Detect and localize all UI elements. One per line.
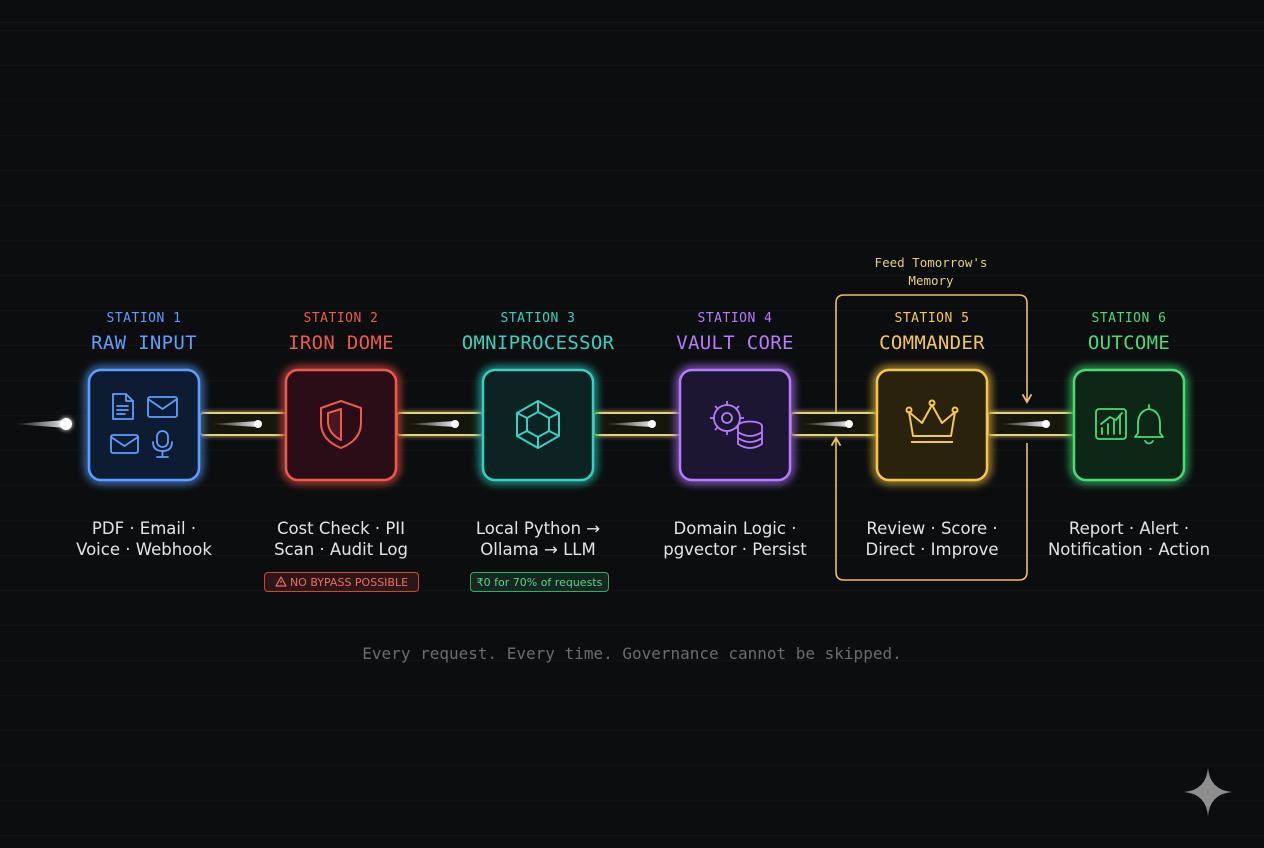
shield-icon xyxy=(320,400,362,449)
station-2-description: Cost Check · PII Scan · Audit Log xyxy=(221,518,461,560)
email-icon xyxy=(147,396,178,418)
description-line: Cost Check · PII xyxy=(276,519,406,538)
microphone-icon xyxy=(152,430,173,458)
station-title: OMNIPROCESSOR xyxy=(461,332,615,354)
badge-text: ₹0 for 70% of requests xyxy=(476,576,603,589)
description-line: Notification · Action xyxy=(1047,540,1211,559)
station-2: STATION 2 IRON DOME xyxy=(221,310,461,356)
station-label: STATION 4 xyxy=(697,311,773,326)
station-4-description: Domain Logic · pgvector · Persist xyxy=(615,518,855,560)
station-3: STATION 3 OMNIPROCESSOR xyxy=(418,310,658,356)
description-line: Scan · Audit Log xyxy=(274,540,408,559)
description-line: Domain Logic · xyxy=(673,519,797,538)
station-2-box xyxy=(284,368,398,482)
no-bypass-badge: NO BYPASS POSSIBLE xyxy=(264,572,419,592)
cost-badge: ₹0 for 70% of requests xyxy=(470,572,609,592)
station-6: STATION 6 OUTCOME xyxy=(1009,310,1249,356)
station-5-description: Review · Score · Direct · Improve xyxy=(812,518,1052,560)
station-label: STATION 3 xyxy=(500,311,576,326)
station-label: STATION 2 xyxy=(303,311,379,326)
connector xyxy=(396,412,484,436)
badge-text: NO BYPASS POSSIBLE xyxy=(289,576,409,589)
crown-icon xyxy=(905,399,959,443)
sparkle-icon xyxy=(1184,768,1232,816)
description-line: pgvector · Persist xyxy=(663,540,807,559)
station-5-box xyxy=(875,368,989,482)
description-line: Voice · Webhook xyxy=(76,540,212,559)
description-line: Local Python → xyxy=(475,519,601,538)
gear-database-icon xyxy=(710,401,763,449)
station-3-box xyxy=(481,368,595,482)
station-4-box xyxy=(678,368,792,482)
warning-icon xyxy=(275,576,287,587)
feedback-line: Feed Tomorrow's xyxy=(874,255,988,270)
station-1-description: PDF · Email · Voice · Webhook xyxy=(24,518,264,560)
station-title: OUTCOME xyxy=(1087,332,1171,354)
email-open-icon xyxy=(110,434,139,454)
description-line: PDF · Email · xyxy=(91,519,197,538)
connector xyxy=(987,412,1075,436)
station-5: STATION 5 COMMANDER xyxy=(812,310,1052,356)
station-6-box xyxy=(1072,368,1186,482)
input-stream xyxy=(14,418,72,430)
hexagon-icon xyxy=(516,400,560,449)
station-label: STATION 5 xyxy=(894,311,970,326)
station-3-description: Local Python → Ollama → LLM xyxy=(418,518,658,560)
station-title: COMMANDER xyxy=(879,332,985,354)
connector xyxy=(593,412,681,436)
station-title: RAW INPUT xyxy=(91,332,197,354)
station-title: VAULT CORE xyxy=(676,332,794,354)
description-line: Direct · Improve xyxy=(865,540,999,559)
description-line: Report · Alert · xyxy=(1068,519,1190,538)
station-label: STATION 6 xyxy=(1091,311,1167,326)
bell-icon xyxy=(1134,404,1164,445)
document-icon xyxy=(112,393,134,420)
connector xyxy=(790,412,878,436)
description-line: Ollama → LLM xyxy=(480,540,596,559)
description-line: Review · Score · xyxy=(866,519,998,538)
station-label: STATION 1 xyxy=(106,311,182,326)
station-1: STATION 1 RAW INPUT xyxy=(24,310,264,356)
footer-tagline: Every request. Every time. Governance ca… xyxy=(362,644,902,663)
station-title: IRON DOME xyxy=(288,332,394,354)
station-1-box xyxy=(87,368,201,482)
chart-icon xyxy=(1095,408,1127,440)
station-6-description: Report · Alert · Notification · Action xyxy=(1009,518,1249,560)
feedback-loop xyxy=(830,294,1033,581)
feedback-label: Feed Tomorrow's Memory xyxy=(852,254,1010,290)
feedback-line: Memory xyxy=(908,273,954,288)
connector xyxy=(199,412,287,436)
station-4: STATION 4 VAULT CORE xyxy=(615,310,855,356)
